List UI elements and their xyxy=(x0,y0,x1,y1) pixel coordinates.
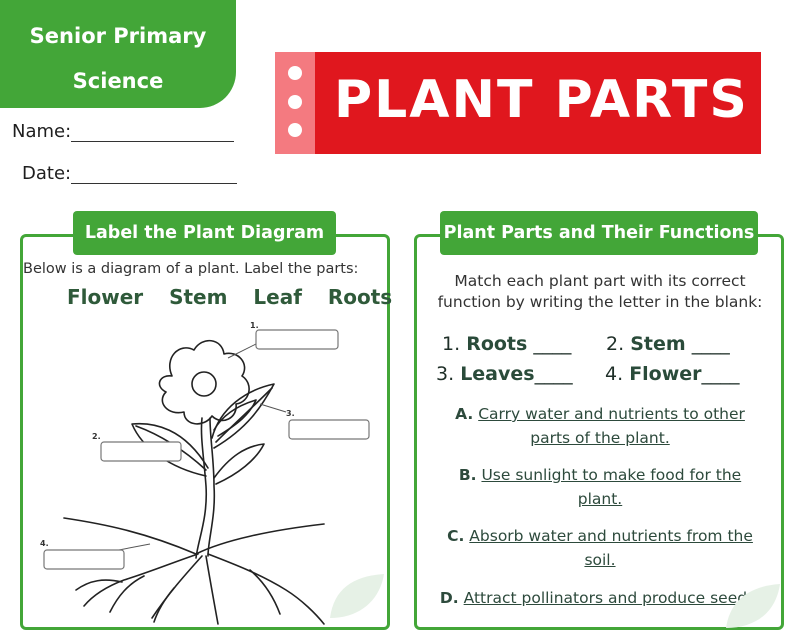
date-field[interactable]: Date: xyxy=(22,163,238,184)
answer-blank[interactable]: ____ xyxy=(533,333,572,355)
option-b: B. Use sunlight to make food for the pla… xyxy=(420,463,780,511)
name-label: Name: xyxy=(12,121,72,142)
option-d: D. Attract pollinators and produce seeds… xyxy=(420,586,780,610)
option-letter: B. xyxy=(458,466,477,484)
option-text: Use sunlight to make food for the xyxy=(481,466,742,484)
option-text: parts of the plant. xyxy=(530,429,670,447)
leaf-decoration-icon xyxy=(726,584,780,628)
functions-instruction-2: function by writing the letter in the bl… xyxy=(437,293,763,311)
option-text: Attract pollinators and produce seeds. xyxy=(463,589,761,607)
label-number-1: 1. xyxy=(250,321,259,330)
option-a: A. Carry water and nutrients to other pa… xyxy=(420,402,780,450)
diagram-tab-title: Label the Plant Diagram xyxy=(73,211,336,255)
item-number: 2. xyxy=(606,333,625,355)
item-part: Roots xyxy=(466,333,528,355)
answer-blank[interactable]: ____ xyxy=(534,363,573,385)
item-part: Flower xyxy=(629,363,702,385)
page-title: PLANT PARTS xyxy=(334,70,749,130)
title-banner xyxy=(315,52,761,154)
option-c: C. Absorb water and nutrients from the s… xyxy=(420,524,780,572)
functions-tab-title: Plant Parts and Their Functions xyxy=(440,211,758,255)
option-letter: D. xyxy=(439,589,459,607)
name-line[interactable] xyxy=(71,123,235,142)
match-item-roots: 1. Roots ____ xyxy=(442,333,571,355)
functions-instruction-1: Match each plant part with its correct xyxy=(454,272,746,290)
option-text: soil. xyxy=(584,551,616,569)
option-letter: C. xyxy=(447,527,465,545)
option-letter: A. xyxy=(455,405,474,423)
item-part: Stem xyxy=(630,333,686,355)
answer-blank[interactable]: ____ xyxy=(691,333,730,355)
label-number-3: 3. xyxy=(286,409,295,418)
banner-dot xyxy=(288,95,302,109)
label-number-4: 4. xyxy=(40,539,49,548)
match-item-stem: 2. Stem ____ xyxy=(606,333,730,355)
name-field[interactable]: Name: xyxy=(12,121,235,142)
option-text: Carry water and nutrients to other xyxy=(478,405,745,423)
subject-badge: Senior Primary Science xyxy=(0,0,236,108)
subject-line-2: Science xyxy=(72,69,164,93)
date-label: Date: xyxy=(22,163,72,184)
match-item-leaves: 3. Leaves____ xyxy=(436,363,573,385)
plant-diagram: 1. 3. 2. 4. xyxy=(40,321,384,625)
option-text: plant. xyxy=(577,490,623,508)
word-bank: Flower Stem Leaf Roots xyxy=(67,285,393,309)
banner-dot xyxy=(288,123,302,137)
item-number: 4. xyxy=(605,363,624,385)
option-text: Absorb water and nutrients from the xyxy=(469,527,753,545)
answer-blank[interactable]: ____ xyxy=(701,363,740,385)
item-number: 1. xyxy=(442,333,461,355)
subject-line-1: Senior Primary xyxy=(29,24,207,48)
match-item-flower: 4. Flower____ xyxy=(605,363,740,385)
label-number-2: 2. xyxy=(92,432,101,441)
item-part: Leaves xyxy=(460,363,535,385)
banner-dot xyxy=(288,66,302,80)
diagram-instruction: Below is a diagram of a plant. Label the… xyxy=(23,261,359,277)
item-number: 3. xyxy=(436,363,455,385)
date-line[interactable] xyxy=(71,165,238,184)
